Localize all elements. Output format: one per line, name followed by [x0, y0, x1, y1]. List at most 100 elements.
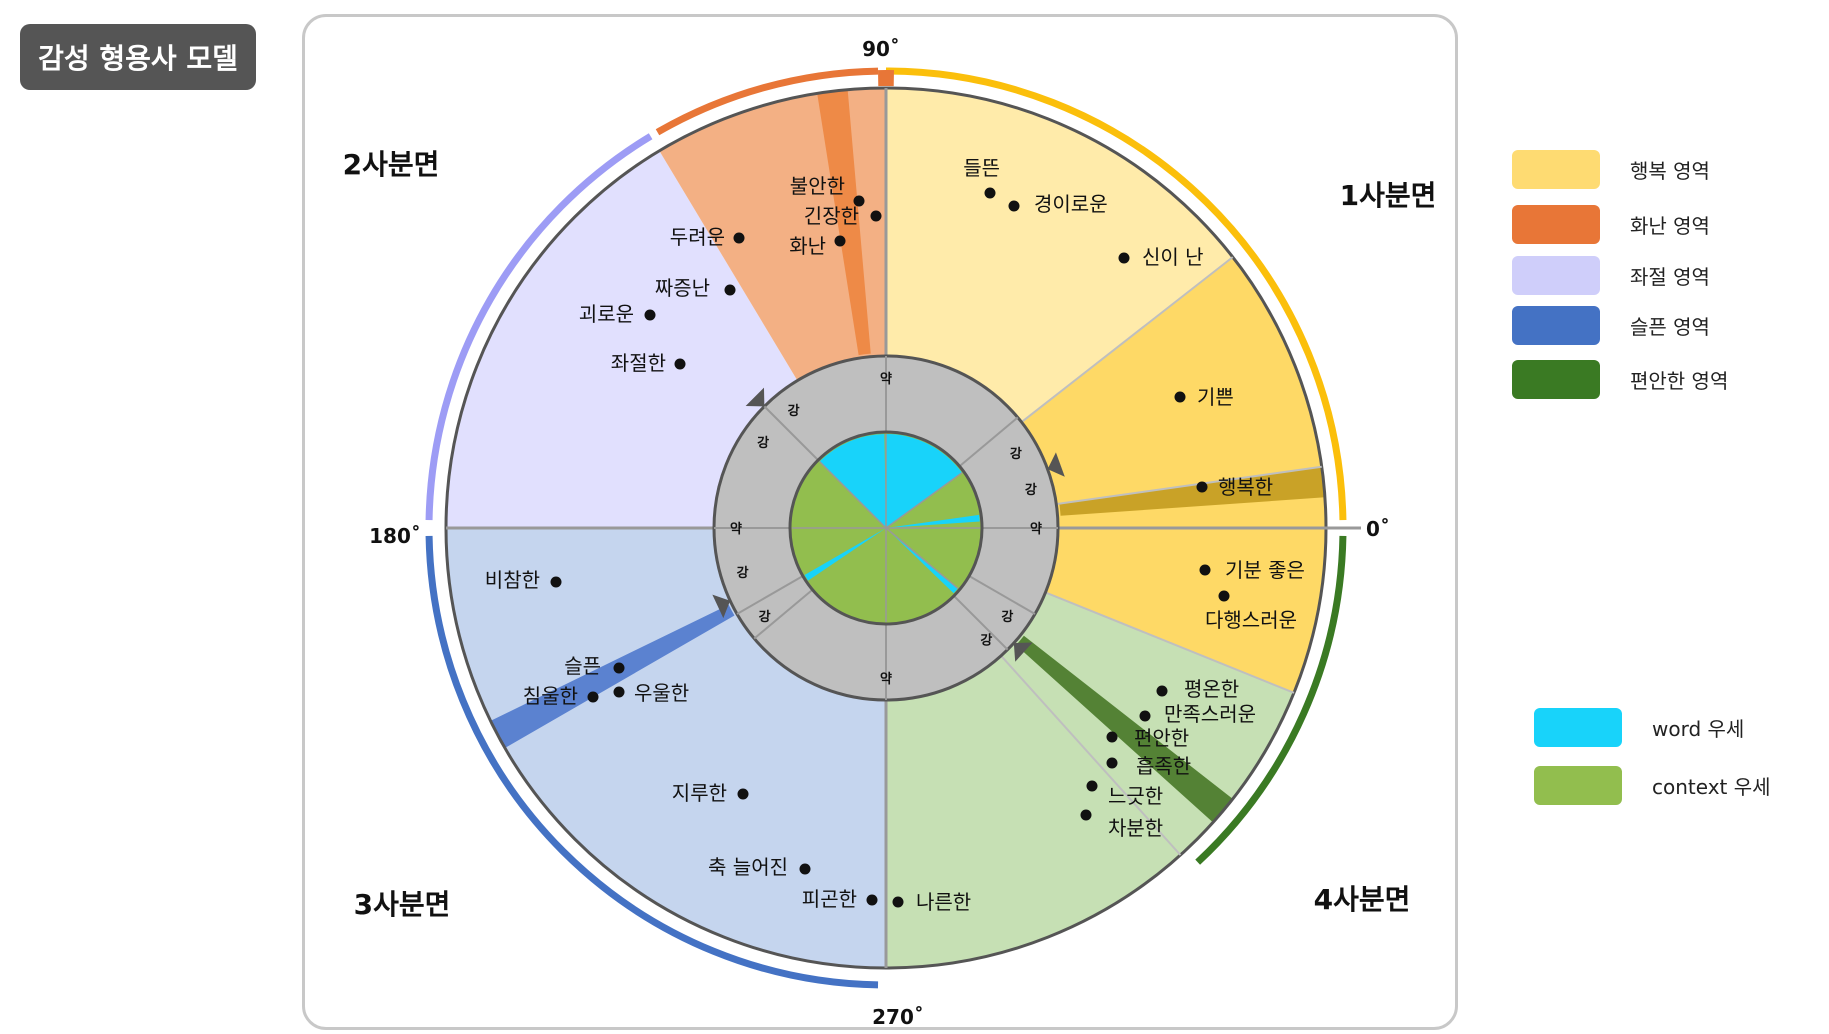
word-label-23: 만족스러운	[1164, 702, 1256, 726]
legend-label-frustrated: 좌절 영역	[1630, 265, 1710, 289]
word-label-7: 불안한	[790, 174, 845, 198]
sector-happy	[886, 257, 1326, 693]
word-dot-9	[834, 235, 846, 247]
word-dot-15	[613, 662, 625, 674]
intensity-label-9: 강	[759, 609, 771, 625]
legend-label-word-dominant: word 우세	[1652, 717, 1745, 741]
legend-swatch-angry	[1512, 205, 1600, 244]
word-dot-22	[1156, 685, 1168, 697]
pie-divider-5	[819, 461, 887, 529]
quadrant-label-1: 1사분면	[1340, 179, 1437, 212]
word-label-22: 평온한	[1184, 677, 1239, 701]
word-dot-25	[1106, 757, 1118, 769]
word-dot-23	[1139, 710, 1151, 722]
outer-arc-sad	[425, 535, 879, 989]
legend-item-angry: 화난 영역	[1512, 205, 1710, 244]
word-label-26: 느긋한	[1108, 784, 1163, 808]
legend-label-sad: 슬픈 영역	[1630, 315, 1710, 339]
pie-word-se	[886, 528, 959, 594]
legend-swatch-happy	[1512, 150, 1600, 189]
word-dot-18	[737, 788, 749, 800]
pie-word-east	[886, 514, 980, 528]
word-dot-0	[984, 187, 996, 199]
pie-divider-6	[885, 527, 959, 589]
arrow-q3	[712, 594, 731, 619]
word-label-6: 다행스러운	[1205, 608, 1297, 632]
band-angry	[817, 89, 871, 356]
word-label-20: 피곤한	[802, 887, 857, 911]
legend-item-word-dominant: word 우세	[1534, 708, 1744, 747]
word-label-2: 신이 난	[1142, 245, 1204, 269]
word-label-5: 기분 좋은	[1225, 558, 1305, 582]
arrow-q1	[1047, 452, 1065, 477]
word-label-25: 흡족한	[1136, 754, 1191, 778]
legend-label-angry: 화난 영역	[1630, 214, 1710, 238]
legend-swatch-context-dominant	[1534, 766, 1622, 805]
legend-item-context-dominant: context 우세	[1534, 766, 1771, 805]
outer-arc-happy	[885, 67, 1347, 521]
legend-item-happy: 행복 영역	[1512, 150, 1710, 189]
word-dot-19	[799, 863, 811, 875]
word-dot-2	[1118, 252, 1130, 264]
word-dot-20	[866, 894, 878, 906]
angle-label-3: 270˚	[872, 1005, 924, 1029]
arrow-q2	[745, 387, 765, 407]
intensity-label-3: 약	[730, 521, 742, 537]
legend-swatch-calm	[1512, 360, 1600, 399]
intensity-label-11: 강	[980, 632, 992, 648]
band-happy	[1059, 466, 1325, 516]
word-label-14: 비참한	[485, 568, 540, 592]
intensity-label-0: 약	[880, 371, 892, 387]
word-dot-27	[1080, 809, 1092, 821]
legend-label-calm: 편안한 영역	[1630, 369, 1729, 393]
intensity-label-8: 강	[737, 565, 749, 581]
word-dot-26	[1086, 780, 1098, 792]
inner-tick-9	[953, 595, 1009, 651]
word-label-18: 지루한	[672, 781, 727, 805]
word-label-8: 긴장한	[804, 204, 859, 228]
word-label-11: 짜증난	[655, 276, 710, 300]
angle-label-1: 0˚	[1366, 517, 1390, 541]
inner-tick-6	[763, 405, 819, 461]
angle-label-2: 180˚	[369, 524, 421, 548]
band-calm	[1016, 635, 1233, 823]
word-dot-1	[1008, 200, 1020, 212]
inner-tick-8	[753, 588, 814, 640]
band-sad	[490, 604, 735, 748]
legend-item-sad: 슬픈 영역	[1512, 306, 1710, 345]
word-label-19: 축 늘어진	[708, 855, 788, 879]
legend-item-calm: 편안한 영역	[1512, 360, 1728, 399]
pie-word-q1	[886, 434, 963, 528]
word-label-24: 편안한	[1134, 726, 1189, 750]
intensity-label-5: 강	[757, 435, 769, 451]
word-label-21: 나른한	[916, 890, 971, 914]
word-label-15: 슬픈	[564, 654, 601, 678]
pie-word-sw	[804, 528, 886, 581]
word-dot-13	[674, 358, 686, 370]
word-dot-8	[870, 210, 882, 222]
word-dot-5	[1199, 564, 1211, 576]
intensity-label-1: 약	[880, 671, 892, 687]
inner-tick-7	[736, 575, 804, 615]
inner-tick-4	[958, 416, 1019, 468]
word-dot-3	[1174, 391, 1186, 403]
word-dot-6	[1218, 590, 1230, 602]
outer-arc-angry	[655, 67, 879, 136]
legend-swatch-sad	[1512, 306, 1600, 345]
legend-label-context-dominant: context 우세	[1652, 775, 1771, 799]
word-label-10: 두려운	[670, 225, 725, 249]
quadrant-label-3: 3사분면	[354, 888, 451, 921]
intensity-label-7: 강	[1025, 482, 1037, 498]
word-dot-7	[853, 195, 865, 207]
word-label-1: 경이로운	[1034, 192, 1108, 216]
word-dot-17	[613, 686, 625, 698]
arrow-q4	[1013, 642, 1033, 662]
intensity-label-2: 약	[1030, 521, 1042, 537]
pie-divider-4	[885, 472, 963, 529]
inner-tick-5	[968, 575, 1036, 615]
word-label-17: 우울한	[634, 681, 689, 705]
word-dot-21	[892, 896, 904, 908]
word-dot-12	[644, 309, 656, 321]
legend-label-happy: 행복 영역	[1630, 159, 1710, 183]
intensity-label-6: 강	[1010, 446, 1022, 462]
